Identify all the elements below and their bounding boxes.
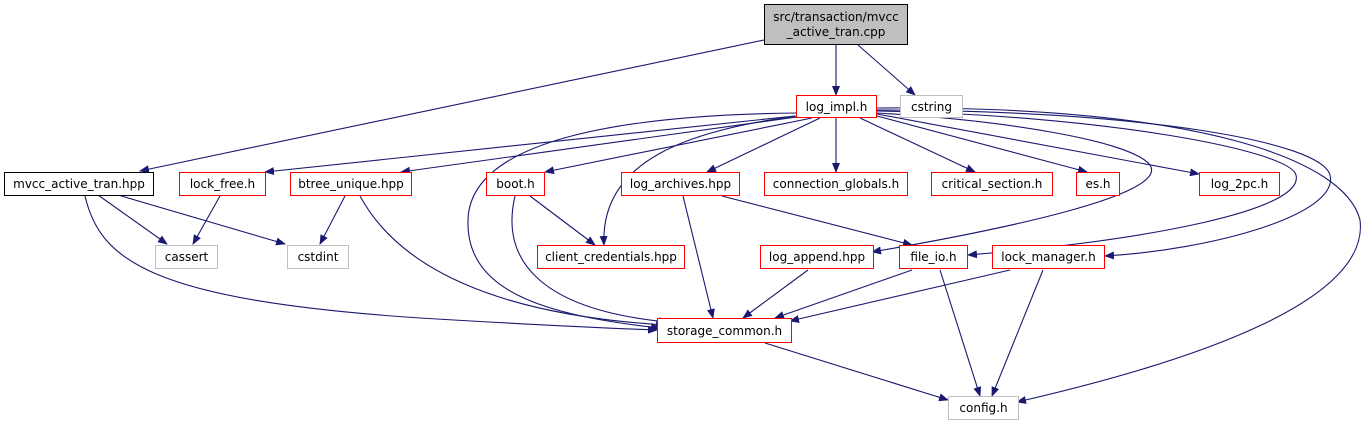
node-mvcc-active-tran[interactable]: mvcc_active_tran.hpp <box>4 172 154 196</box>
edge-log-impl-critical-section <box>859 117 976 173</box>
edge-log-archives-file-io <box>721 195 913 247</box>
edge-mvcc-active-tran-cassert <box>97 194 168 245</box>
node-es[interactable]: es.h <box>1076 172 1120 196</box>
node-log-append[interactable]: log_append.hpp <box>760 245 874 269</box>
edge-log-impl-log-2pc <box>876 113 1200 177</box>
edge-log-append-storage-common <box>742 269 809 319</box>
edge-boot-storage-common <box>511 195 669 326</box>
edge-log-impl-lock-manager <box>876 109 1331 260</box>
root-line-2: _active_tran.cpp <box>786 24 886 39</box>
edge-file-io-storage-common <box>774 269 913 319</box>
node-boot[interactable]: boot.h <box>486 172 545 196</box>
edge-log-impl-lock-free <box>264 115 796 176</box>
edge-log-archives-storage-common <box>682 195 715 319</box>
node-cstdint: cstdint <box>287 245 349 269</box>
node-log-archives[interactable]: log_archives.hpp <box>621 172 740 196</box>
edge-root-mvcc-active-tran <box>139 39 765 174</box>
node-file-io[interactable]: file_io.h <box>899 245 968 269</box>
node-log-impl[interactable]: log_impl.h <box>796 95 877 118</box>
edge-storage-common-config <box>764 342 949 402</box>
edge-root-cstring <box>857 44 916 96</box>
node-client-credentials[interactable]: client_credentials.hpp <box>537 245 685 269</box>
node-critical-section[interactable]: critical_section.h <box>931 172 1053 196</box>
edge-log-impl-btree-unique <box>400 116 798 175</box>
node-cstring: cstring <box>900 95 963 118</box>
node-config: config.h <box>948 396 1019 420</box>
node-lock-manager[interactable]: lock_manager.h <box>992 245 1105 269</box>
edge-lock-manager-storage-common <box>789 269 1011 323</box>
edge-mvcc-active-tran-cstdint <box>117 194 286 246</box>
edge-file-io-config <box>939 269 982 397</box>
node-btree-unique[interactable]: btree_unique.hpp <box>290 172 412 196</box>
edge-log-impl-client-credentials <box>599 115 798 246</box>
node-log-2pc[interactable]: log_2pc.h <box>1199 172 1280 196</box>
edge-lock-free-cassert <box>192 195 221 245</box>
edge-lock-manager-config <box>991 269 1044 397</box>
edge-mvcc-active-tran-storage-common <box>84 195 658 334</box>
edge-boot-client-credentials <box>529 195 596 246</box>
node-root-file: src/transaction/mvcc _active_tran.cpp <box>764 4 908 45</box>
edge-log-impl-storage-common <box>467 112 798 332</box>
node-cassert: cassert <box>155 245 218 269</box>
edge-log-impl-boot <box>544 117 813 175</box>
node-connection-globals[interactable]: connection_globals.h <box>764 172 908 196</box>
node-lock-free[interactable]: lock_free.h <box>179 172 266 196</box>
edge-log-impl-log-archives <box>706 117 821 173</box>
edge-log-impl-config <box>876 107 1361 404</box>
node-storage-common[interactable]: storage_common.h <box>657 318 792 343</box>
edge-btree-unique-storage-common <box>359 195 666 329</box>
root-line-1: src/transaction/mvcc <box>773 9 899 24</box>
edge-log-impl-file-io <box>876 110 1297 259</box>
edge-btree-unique-cstdint <box>319 195 346 245</box>
edge-log-impl-es <box>876 115 1088 174</box>
edge-log-impl-log-append <box>871 112 1153 255</box>
